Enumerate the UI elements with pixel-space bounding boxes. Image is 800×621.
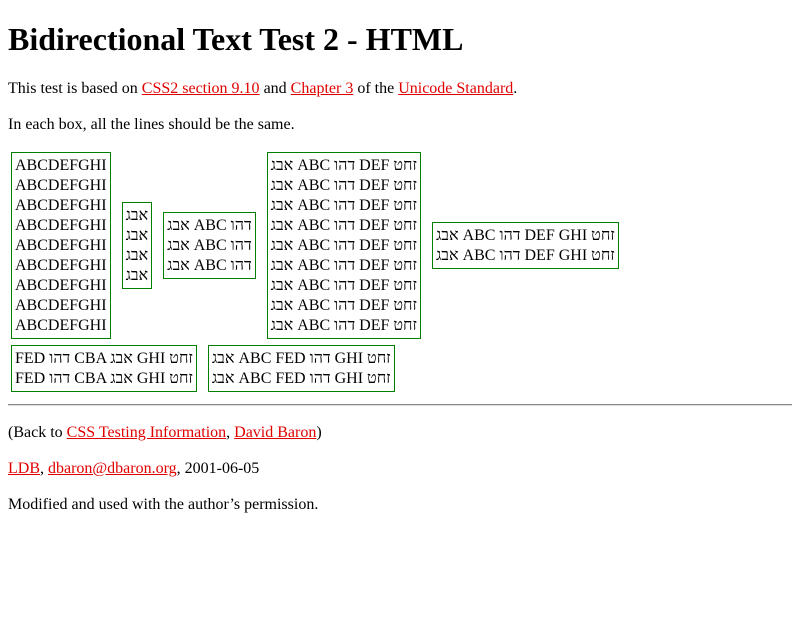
bidi-test-line: ABCDEFGHI	[15, 217, 107, 234]
bidi-test-line: FED דהו CBA אבג GHI זחט	[15, 350, 193, 367]
david-baron-link[interactable]: David Baron	[234, 424, 317, 441]
intro-paragraph: This test is based on CSS2 section 9.10 …	[8, 80, 792, 98]
css2-section-link[interactable]: CSS2 section 9.10	[141, 80, 260, 97]
bidi-test-line: אבג ABC דהו	[167, 217, 252, 234]
instruction-text: In each box, all the lines should be the…	[8, 116, 295, 133]
intro-suffix: .	[513, 80, 518, 97]
bidi-test-line: אבג ABC דהו DEF זחט	[270, 217, 417, 234]
bidi-test-box: אבג ABC FED דהו GHI זחט אבג ABC FED דהו G…	[207, 345, 395, 392]
bidi-test-line: אבג ABC דהו DEF GHI זחט	[435, 227, 615, 244]
bidi-test-line: אבג	[125, 227, 149, 244]
bidi-test-line: ABCDEFGHI	[15, 317, 107, 334]
bidi-test-box: אבג ABC דהו אבג ABC דהו אבג ABC דהו	[163, 212, 256, 279]
bidi-test-box: אבג אבג אבג אבג	[121, 202, 153, 289]
bidi-test-line: אבג	[125, 267, 149, 284]
bidi-test-line: ABCDEFGHI	[15, 257, 107, 274]
bidi-test-line: אבג ABC דהו DEF זחט	[270, 177, 417, 194]
footer: (Back to CSS Testing Information, David …	[8, 424, 792, 514]
bidi-test-line: אבג ABC דהו DEF GHI זחט	[435, 247, 615, 264]
test-boxes: ABCDEFGHI ABCDEFGHI ABCDEFGHI ABCDEFGHI ABCD…	[8, 152, 792, 398]
bidi-test-line: ABCDEFGHI	[15, 177, 107, 194]
bidi-test-line: ABCDEFGHI	[15, 157, 107, 174]
bidi-test-line: ABCDEFGHI	[15, 237, 107, 254]
divider	[8, 404, 792, 406]
bidi-test-box: FED דהו CBA אבג GHI זחט FED דהו CBA אבג G…	[11, 345, 197, 392]
bidi-test-line: אבג	[125, 247, 149, 264]
bidi-test-line: אבג ABC דהו DEF זחט	[270, 237, 417, 254]
page: Bidirectional Text Test 2 - HTML This te…	[0, 21, 800, 514]
back-close: )	[316, 424, 322, 441]
bidi-test-box: אבג ABC דהו DEF GHI זחט אבג ABC דהו DEF G…	[431, 222, 619, 269]
bidi-test-line: ABCDEFGHI	[15, 297, 107, 314]
bidi-test-box: ABCDEFGHI ABCDEFGHI ABCDEFGHI ABCDEFGHI ABCD…	[11, 152, 111, 339]
back-links: (Back to CSS Testing Information, David …	[8, 424, 792, 442]
credit-date: , 2001-06-05	[176, 460, 260, 477]
permission-text: Modified and used with the author’s perm…	[8, 496, 319, 513]
bidi-test-line: אבג ABC FED דהו GHI זחט	[211, 350, 391, 367]
back-sep: ,	[226, 424, 235, 441]
bidi-test-line: אבג ABC דהו DEF זחט	[270, 297, 417, 314]
back-open: (Back to	[8, 424, 67, 441]
email-link[interactable]: dbaron@dbaron.org	[48, 460, 177, 477]
bidi-test-line: אבג ABC דהו DEF זחט	[270, 197, 417, 214]
bidi-test-line: אבג ABC דהו	[167, 237, 252, 254]
credit-sep: ,	[40, 460, 48, 477]
bidi-test-line: אבג ABC דהו DEF זחט	[270, 157, 417, 174]
unicode-standard-link[interactable]: Unicode Standard	[398, 80, 514, 97]
intro-mid2: of the	[353, 80, 399, 97]
bidi-test-box: אבג ABC דהו DEF זחט אבג ABC דהו DEF זחט אב…	[266, 152, 421, 339]
bidi-test-line: אבג	[125, 207, 149, 224]
bidi-test-line: אבג ABC FED דהו GHI זחט	[211, 370, 391, 387]
page-title: Bidirectional Text Test 2 - HTML	[8, 21, 464, 57]
bidi-test-line: אבג ABC דהו DEF זחט	[270, 317, 417, 334]
chapter-3-link[interactable]: Chapter 3	[290, 80, 354, 97]
bidi-test-line: ABCDEFGHI	[15, 197, 107, 214]
intro-mid1: and	[259, 80, 291, 97]
bidi-test-line: אבג ABC דהו	[167, 257, 252, 274]
bidi-test-line: אבג ABC דהו DEF זחט	[270, 277, 417, 294]
author-credit: LDB, dbaron@dbaron.org, 2001-06-05	[8, 460, 792, 478]
css-testing-info-link[interactable]: CSS Testing Information	[66, 424, 227, 441]
bidi-test-line: ABCDEFGHI	[15, 277, 107, 294]
ldb-link[interactable]: LDB	[8, 460, 40, 477]
intro-prefix: This test is based on	[8, 80, 142, 97]
bidi-test-line: FED דהו CBA אבג GHI זחט	[15, 370, 193, 387]
bidi-test-line: אבג ABC דהו DEF זחט	[270, 257, 417, 274]
